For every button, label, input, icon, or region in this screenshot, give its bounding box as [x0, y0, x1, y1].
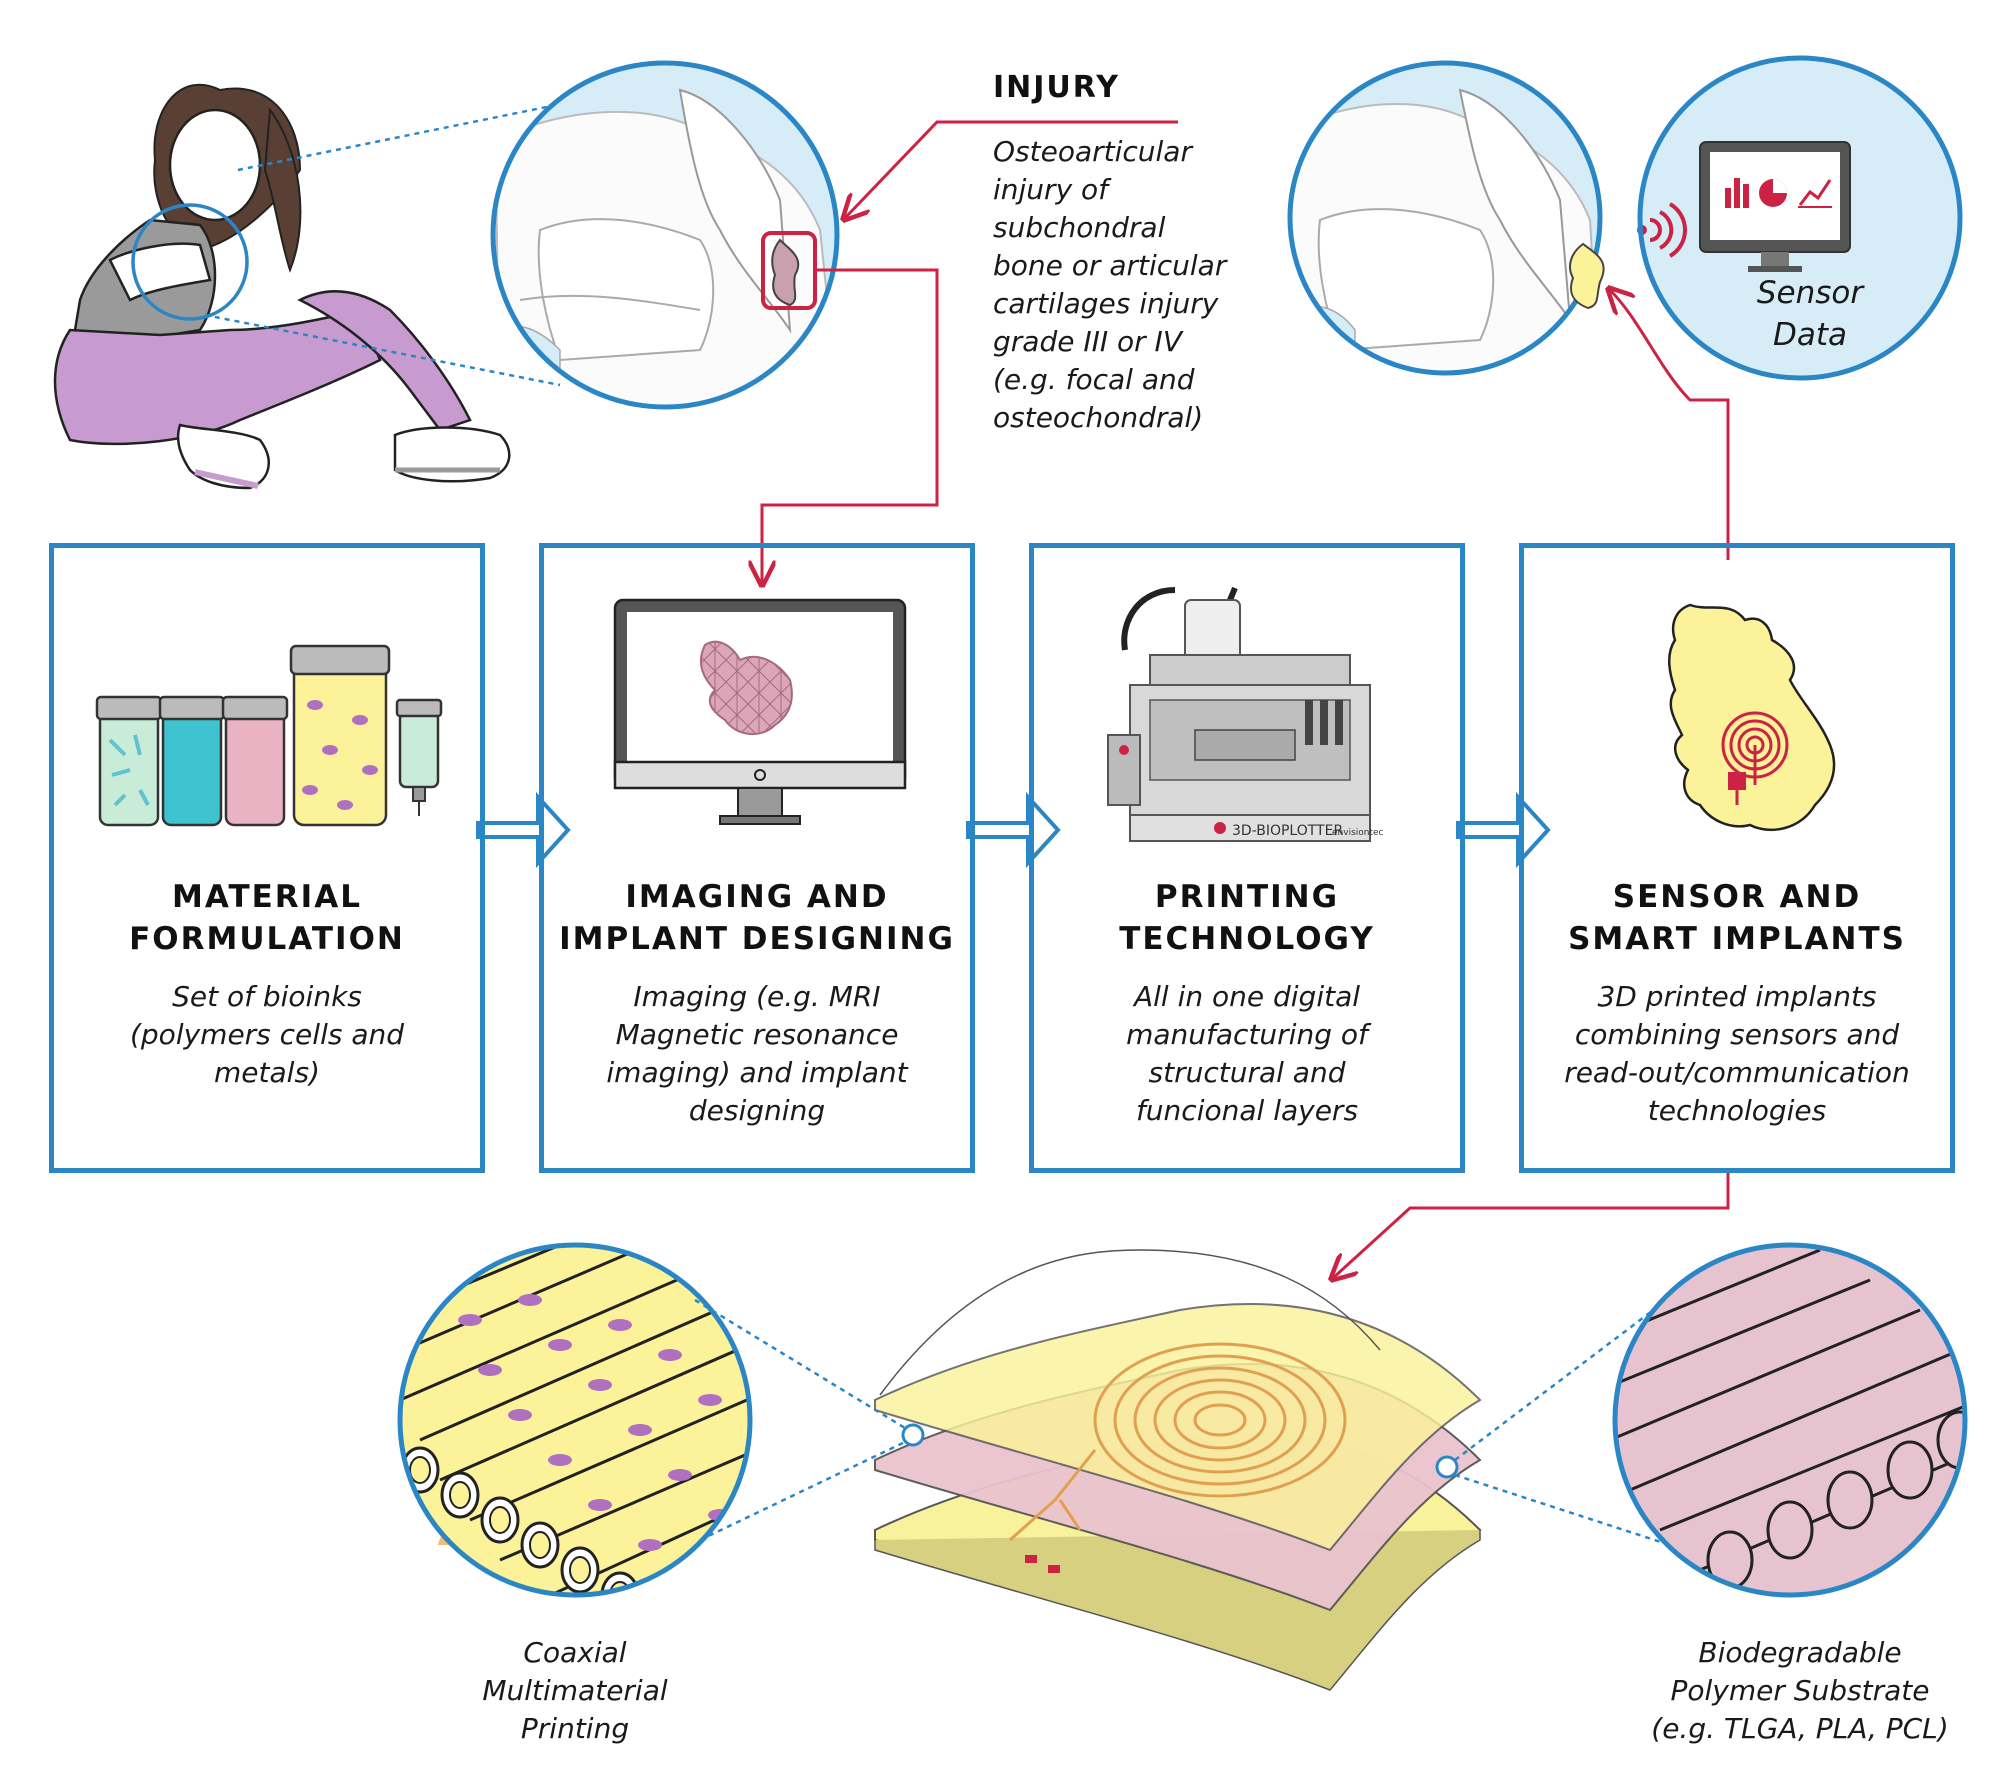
- step-title-sensor: SENSOR AND SMART IMPLANTS: [1519, 876, 1955, 960]
- smart-implant-illustration: [1668, 603, 1836, 832]
- injury-description-line: grade III or IV: [993, 325, 1182, 358]
- step-box-printing: [1029, 543, 1465, 1173]
- injury-description-line: Osteoarticular: [993, 135, 1192, 168]
- step-description-line: combining sensors and: [1574, 1018, 1900, 1051]
- coaxial-printing-closeup: [397, 1242, 906, 1598]
- injury-description-line: osteochondral): [993, 401, 1204, 434]
- step-title-line: IMPLANT DESIGNING: [559, 921, 955, 957]
- step-description-line: Magnetic resonance: [615, 1018, 899, 1051]
- injury-description-line: cartilages injury: [993, 287, 1219, 320]
- flow-arrow-2: [966, 791, 1061, 869]
- step-description-line: Set of bioinks: [172, 980, 362, 1013]
- step-description-line: structural and: [1148, 1056, 1346, 1089]
- polymer-substrate-closeup: [1454, 1242, 1968, 1598]
- injury-description-line: injury of: [993, 173, 1109, 206]
- sensor-data-label-line: Sensor: [1756, 275, 1864, 311]
- sensor-data-bubble: [1637, 55, 1963, 381]
- step-description-line: 3D printed implants: [1597, 980, 1877, 1013]
- injury-title: INJURY: [993, 70, 1120, 105]
- implant-to-sensor-arrow: [1610, 290, 1730, 560]
- polymer-substrate-label: Biodegradable Polymer Substrate (e.g. TL…: [1600, 1634, 2000, 1748]
- coaxial-printing-label: Coaxial Multimaterial Printing: [395, 1634, 755, 1748]
- step-description-imaging: Imaging (e.g. MRI Magnetic resonance ima…: [539, 978, 975, 1130]
- flow-arrow-1: [476, 791, 571, 869]
- implant-to-layers-arrow: [1333, 1173, 1730, 1278]
- printer-brand-label: 3D-BIOPLOTTER: [1232, 823, 1343, 839]
- step-box-sensor: [1519, 543, 1955, 1173]
- layered-implant-illustration: [437, 1249, 1482, 1691]
- step-title-printing: PRINTING TECHNOLOGY: [1029, 876, 1465, 960]
- step-description-printing: All in one digital manufacturing of stru…: [1029, 978, 1465, 1130]
- sensor-data-label-line: Data: [1772, 317, 1848, 353]
- step-description-line: designing: [688, 1094, 826, 1127]
- injury-description-line: subchondral: [993, 211, 1166, 244]
- step-description-line: metals): [214, 1056, 320, 1089]
- design-monitor-illustration: [613, 598, 907, 825]
- step-title-material: MATERIAL FORMULATION: [49, 876, 485, 960]
- coaxial-label-line: Coaxial: [523, 1636, 627, 1669]
- step-description-line: read-out/communication: [1564, 1056, 1910, 1089]
- step-description-line: (polymers cells and: [129, 1018, 405, 1051]
- step-title-line: TECHNOLOGY: [1119, 921, 1375, 957]
- step-description-line: Imaging (e.g. MRI: [633, 980, 881, 1013]
- polymer-label-line: Biodegradable: [1698, 1636, 1902, 1669]
- step-title-line: PRINTING: [1154, 879, 1340, 915]
- step-title-line: SMART IMPLANTS: [1568, 921, 1906, 957]
- step-box-material: [49, 543, 485, 1173]
- injury-pointer-arrow: [845, 120, 952, 218]
- step-description-line: technologies: [1647, 1094, 1827, 1127]
- step-box-imaging: [539, 543, 975, 1173]
- injury-description-line: (e.g. focal and: [993, 363, 1195, 396]
- step-title-line: SENSOR AND: [1612, 879, 1862, 915]
- step-title-imaging: IMAGING AND IMPLANT DESIGNING: [539, 876, 975, 960]
- injury-description: Osteoarticular injury of subchondral bon…: [993, 133, 1313, 437]
- step-title-line: IMAGING AND: [625, 879, 889, 915]
- sensor-data-label: Sensor Data: [1720, 272, 1900, 356]
- step-description-line: All in one digital: [1133, 980, 1361, 1013]
- bioink-vials-illustration: [95, 644, 443, 827]
- coaxial-label-line: Multimaterial: [482, 1674, 668, 1707]
- injured-person-illustration: [53, 83, 606, 490]
- step-description-sensor: 3D printed implants combining sensors an…: [1519, 978, 1955, 1130]
- coaxial-label-line: Printing: [520, 1712, 630, 1745]
- step-title-line: FORMULATION: [129, 921, 405, 957]
- polymer-label-line: (e.g. TLGA, PLA, PCL): [1651, 1712, 1949, 1745]
- flow-arrow-3: [1456, 791, 1551, 869]
- printer-maker-label: envisiontec: [1332, 828, 1384, 838]
- step-description-line: manufacturing of: [1126, 1018, 1368, 1051]
- injury-description-line: bone or articular: [993, 249, 1227, 282]
- step-title-line: MATERIAL: [172, 879, 362, 915]
- step-description-material: Set of bioinks (polymers cells and metal…: [49, 978, 485, 1092]
- step-description-line: funcional layers: [1135, 1094, 1359, 1127]
- injured-knee-closeup: [490, 60, 840, 410]
- injury-to-imaging-arrow: [762, 268, 939, 583]
- polymer-label-line: Polymer Substrate: [1670, 1674, 1930, 1707]
- bioplotter-printer-illustration: 3D-BIOPLOTTER envisiontec: [1107, 586, 1384, 842]
- step-description-line: imaging) and implant: [606, 1056, 908, 1089]
